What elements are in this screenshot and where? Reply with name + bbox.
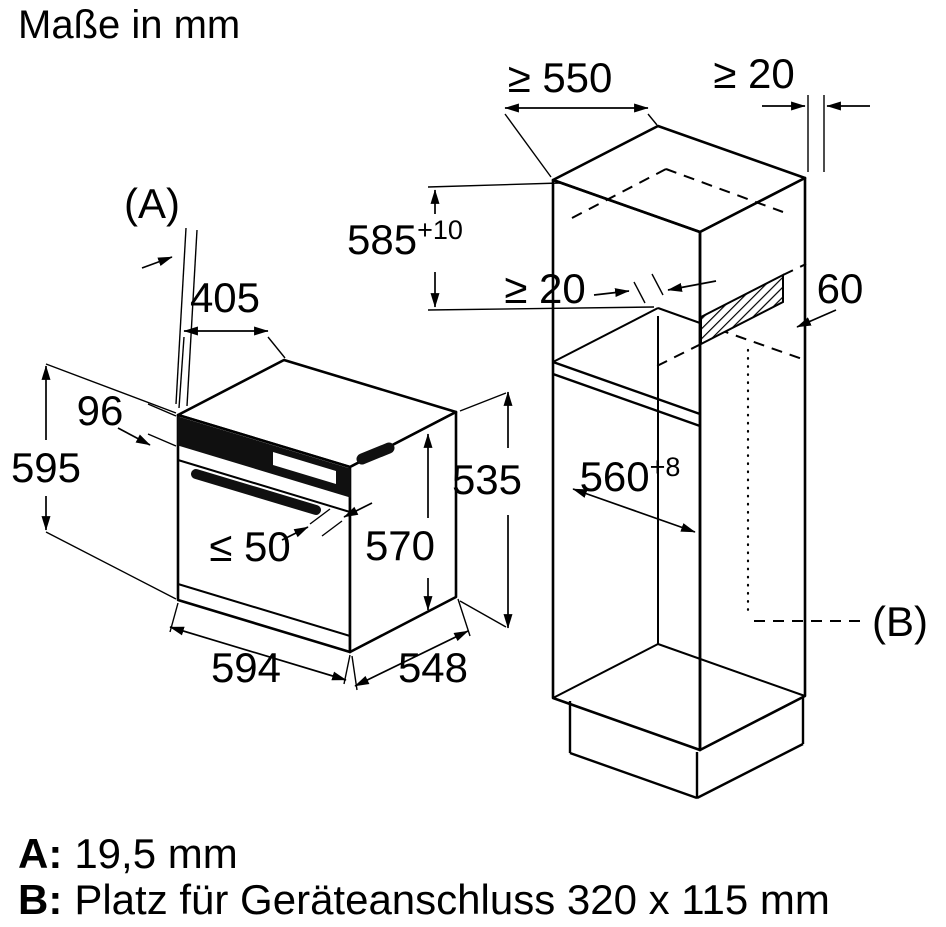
oven-control-panel (177, 416, 351, 498)
leader-arrow (796, 309, 837, 328)
extension-line (45, 531, 177, 600)
dim-label-front-height: 570 (365, 522, 435, 569)
hidden-line (665, 168, 784, 213)
extension-line (651, 273, 664, 296)
dim-tolerance: +10 (417, 215, 463, 245)
oven-door-top-edge (177, 459, 351, 513)
oven-right-face (348, 410, 458, 654)
extension-line (633, 281, 646, 304)
dim-label-handle-protrusion: ≤ 50 (209, 523, 290, 570)
dimension-line (354, 630, 469, 687)
shelf-front-edge (552, 360, 701, 416)
extension-line (147, 433, 177, 447)
note-b: B: Platz für Geräteanschluss 320 x 115 mm (18, 876, 830, 923)
page-title: Maße in mm (18, 3, 240, 47)
vent-cutout-hatched (700, 273, 784, 346)
oven-body (176, 358, 458, 654)
note-a-value: 19,5 mm (74, 830, 237, 877)
extension-line (169, 602, 179, 633)
oven-display-window (273, 452, 336, 484)
extension-line (457, 598, 471, 637)
extension-line (321, 520, 343, 537)
extension-line (351, 655, 358, 691)
extension-line (147, 403, 177, 417)
callout-a-label: (A) (124, 180, 180, 227)
extension-line (427, 306, 655, 311)
dim-label-panel-height: 96 (77, 387, 124, 434)
hidden-line (782, 263, 807, 276)
extension-line (504, 113, 552, 178)
extension-line (309, 508, 331, 525)
cabinet-body (551, 124, 864, 800)
leader-arrow (281, 526, 309, 541)
extension-line (186, 229, 198, 407)
legend-notes: A: 19,5 mm B: Platz für Geräteanschluss 32… (18, 830, 830, 923)
dim-label-niche-width: 560+8 (580, 452, 681, 500)
dim-label-body-height: 535 (452, 456, 522, 503)
dim-label-top-depth: 405 (190, 274, 260, 321)
extension-line (45, 363, 177, 414)
dim-value: 585 (347, 216, 417, 263)
extension-line (459, 392, 507, 412)
interior-floor-edge (657, 643, 806, 697)
dimension-line (169, 626, 347, 681)
extension-line (178, 336, 185, 409)
note-b-label: B: (18, 876, 62, 923)
oven-handle-side-profile (356, 442, 395, 465)
dim-label-vent-depth: 60 (817, 265, 864, 312)
shelf-back-edge (657, 307, 701, 324)
extension-line (427, 182, 561, 188)
oven-dimensions: (A) 405 96 595 ≤ 50 (11, 180, 522, 691)
dim-label-oven-height: 595 (11, 444, 81, 491)
leader-arrow (141, 256, 173, 269)
shelf-side-edge (552, 307, 659, 363)
cabinet-drawing: ≥ 550 ≥ 20 585+10 ≥ 20 60 (347, 50, 928, 800)
extension-line (175, 227, 187, 405)
cabinet-dimensions: ≥ 550 ≥ 20 585+10 ≥ 20 60 (347, 50, 928, 645)
extension-line (343, 654, 351, 685)
note-b-value: Platz für Geräteanschluss 320 x 115 mm (74, 876, 830, 923)
dim-tolerance: +8 (650, 452, 681, 482)
leader-arrow (343, 502, 373, 518)
cabinet-front-opening (551, 178, 702, 752)
dim-value: 560 (580, 453, 650, 500)
plinth-edge (696, 742, 804, 800)
dim-label-oven-width: 594 (211, 644, 281, 691)
extension-line (459, 600, 507, 628)
extension-line (267, 336, 286, 359)
dimension-line (572, 488, 696, 533)
note-a: A: 19,5 mm (18, 830, 238, 877)
plinth-edge (569, 751, 698, 800)
extension-line (647, 113, 658, 126)
oven-door-handle (191, 469, 321, 515)
callout-b-label: (B) (872, 598, 928, 645)
interior-floor-edge (552, 643, 659, 699)
dim-label-rear-gap: ≥ 20 (504, 265, 585, 312)
dimension-arrow (593, 288, 630, 298)
shelf-front-edge (552, 372, 701, 428)
note-a-label: A: (18, 830, 62, 877)
dim-label-oven-depth: 548 (398, 644, 468, 691)
leader-arrow (117, 427, 151, 446)
dim-label-wall-gap: ≥ 20 (713, 50, 794, 97)
oven-drawing: (A) 405 96 595 ≤ 50 (11, 180, 522, 691)
dim-label-niche-height: 585+10 (347, 215, 463, 263)
hidden-line (654, 343, 702, 368)
dimension-arrow (667, 280, 717, 292)
dim-label-niche-depth: ≥ 550 (508, 54, 613, 101)
